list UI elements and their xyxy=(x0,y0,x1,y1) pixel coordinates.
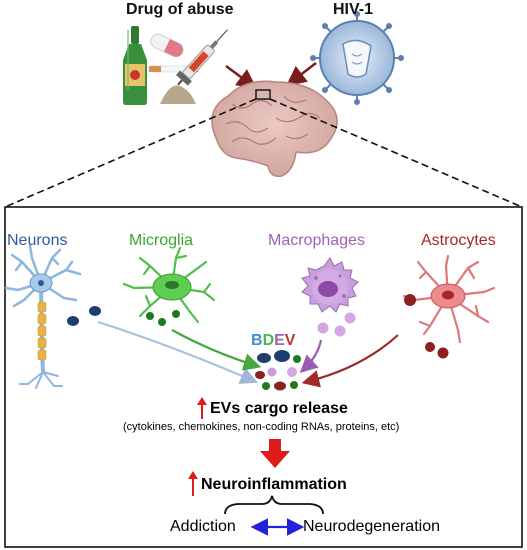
astrocytes-label: Astrocytes xyxy=(421,232,496,249)
neuron-ev-arrow xyxy=(97,320,259,384)
ev-dot xyxy=(317,322,329,334)
drug-of-abuse-label: Drug of abuse xyxy=(126,1,234,18)
bdev-label: BDEV xyxy=(251,332,295,350)
bdev-cluster xyxy=(255,350,301,391)
ev-dot xyxy=(344,312,356,324)
neurons-label: Neurons xyxy=(7,232,68,249)
microglia-label: Microglia xyxy=(129,232,194,249)
zoom-line-right xyxy=(269,98,523,208)
ev-dot xyxy=(334,325,346,337)
outcome-brace xyxy=(224,495,324,515)
ev-dot xyxy=(146,312,154,320)
ev-cargo-contents: (cytokines, chemokines, non-coding RNAs,… xyxy=(123,421,400,433)
ev-dot xyxy=(172,310,180,318)
addiction-label: Addiction xyxy=(170,518,236,535)
astrocyte-ev-arrow xyxy=(301,334,399,388)
neurodegeneration-label: Neurodegeneration xyxy=(303,518,440,535)
macrophage-icon xyxy=(301,257,359,313)
ev-cargo-release-title: EVs cargo release xyxy=(210,400,348,417)
pill-icon xyxy=(150,33,184,58)
ev-dot xyxy=(425,342,435,352)
big-down-arrow xyxy=(260,439,290,468)
macrophage-ev-arrow xyxy=(299,339,323,374)
ev-dot xyxy=(89,306,101,316)
hiv-label: HIV-1 xyxy=(333,1,374,18)
astrocyte-icon xyxy=(402,254,496,344)
virus-to-brain-arrow xyxy=(286,62,317,87)
microglia-ev-arrow xyxy=(171,329,262,371)
brain-icon xyxy=(211,80,338,178)
zoom-line-left xyxy=(4,98,257,208)
beer-bottle-icon xyxy=(123,26,147,105)
ev-dot xyxy=(67,316,79,326)
drug-to-brain-arrow xyxy=(225,64,258,89)
neuron-icon xyxy=(4,244,82,389)
neuroinflammation-label: Neuroinflammation xyxy=(201,476,347,493)
powder-icon xyxy=(160,85,196,104)
macrophages-label: Macrophages xyxy=(268,232,365,249)
increase-arrow-icon xyxy=(197,397,207,419)
bdev-letter: E xyxy=(274,332,285,349)
drugs-icon xyxy=(123,26,228,105)
ev-dot xyxy=(404,294,416,306)
bdev-letter: V xyxy=(284,332,296,349)
increase-arrow-icon xyxy=(188,471,198,496)
ev-dot xyxy=(158,318,166,326)
microglia-icon xyxy=(122,246,216,324)
hiv-virus-icon xyxy=(310,11,404,105)
ev-dot xyxy=(437,347,449,359)
bdev-letter: B xyxy=(251,332,263,349)
bdev-letter: D xyxy=(262,332,275,349)
syringe-icon xyxy=(175,29,228,86)
